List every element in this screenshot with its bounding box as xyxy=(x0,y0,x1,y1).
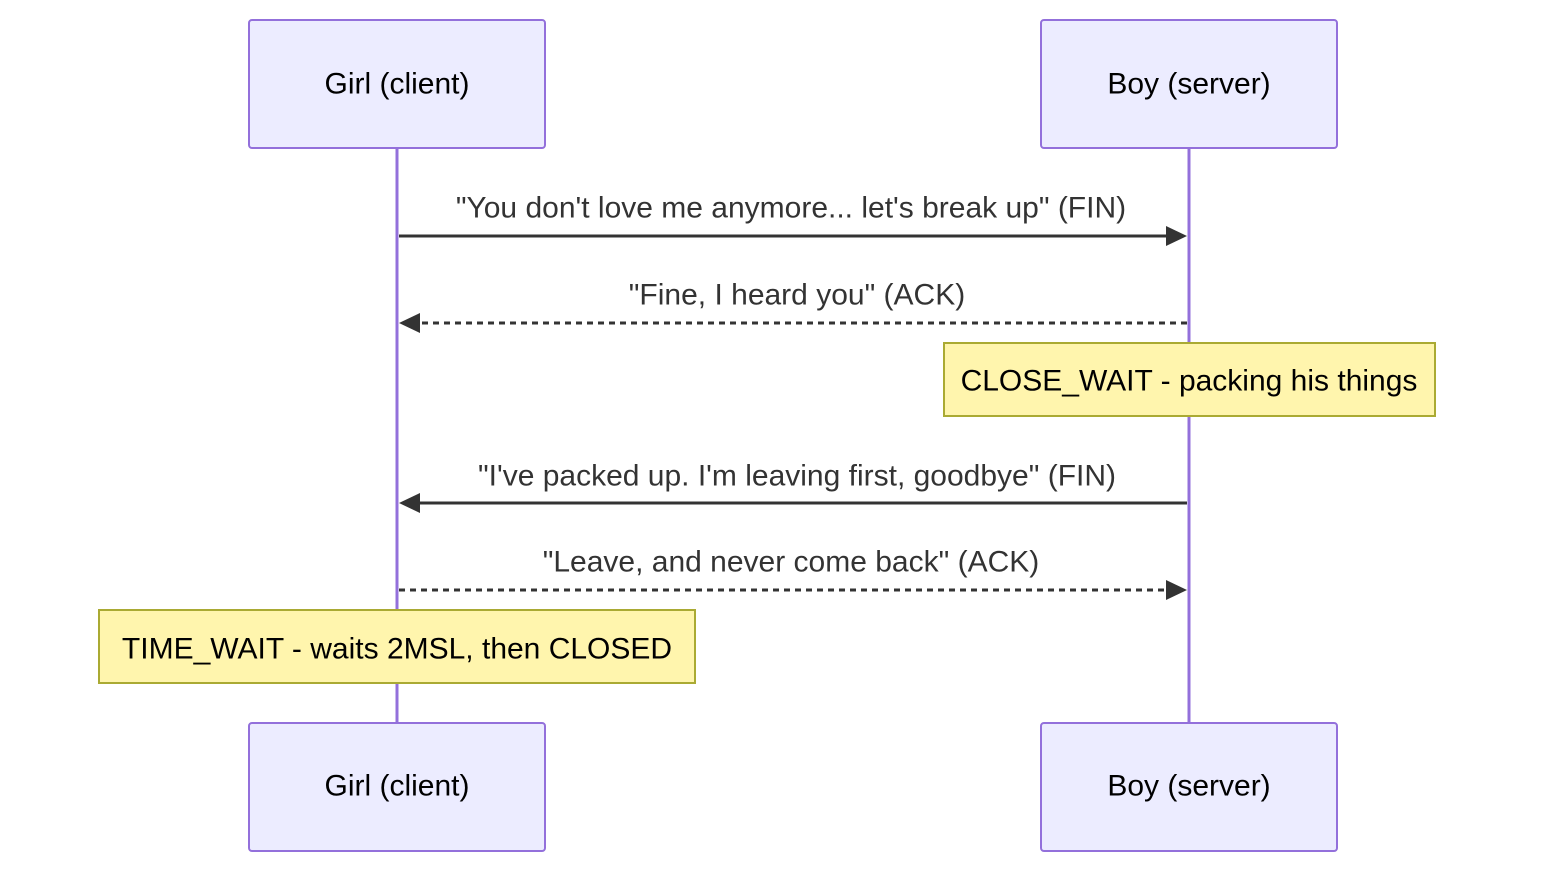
message-ack-server-arrowhead xyxy=(399,313,420,333)
actor-server-top: Boy (server) xyxy=(1040,19,1338,149)
message-ack-client-arrowhead xyxy=(1166,580,1187,600)
actor-client-top: Girl (client) xyxy=(248,19,546,149)
message-fin-client-label: "You don't love me anymore... let's brea… xyxy=(456,192,1126,225)
note-close-wait: CLOSE_WAIT - packing his things xyxy=(943,342,1436,417)
message-fin-server-arrowhead xyxy=(399,493,420,513)
actor-server-bottom-label: Boy (server) xyxy=(1107,770,1270,803)
actor-server-top-label: Boy (server) xyxy=(1107,68,1270,101)
message-fin-server-label: "I've packed up. I'm leaving first, good… xyxy=(478,460,1116,493)
actor-client-top-label: Girl (client) xyxy=(324,68,469,101)
note-close-wait-text: CLOSE_WAIT - packing his things xyxy=(961,365,1418,398)
note-time-wait: TIME_WAIT - waits 2MSL, then CLOSED xyxy=(98,609,696,684)
actor-client-bottom-label: Girl (client) xyxy=(324,770,469,803)
message-ack-server: "Fine, I heard you" (ACK) xyxy=(399,279,1187,333)
message-fin-client: "You don't love me anymore... let's brea… xyxy=(399,192,1187,246)
message-ack-client-label: "Leave, and never come back" (ACK) xyxy=(543,546,1040,579)
message-fin-server: "I've packed up. I'm leaving first, good… xyxy=(399,460,1187,513)
message-ack-client: "Leave, and never come back" (ACK) xyxy=(399,546,1187,600)
note-time-wait-text: TIME_WAIT - waits 2MSL, then CLOSED xyxy=(122,633,672,666)
actor-server-bottom: Boy (server) xyxy=(1040,722,1338,852)
actor-client-bottom: Girl (client) xyxy=(248,722,546,852)
message-fin-client-arrowhead xyxy=(1166,226,1187,246)
message-ack-server-label: "Fine, I heard you" (ACK) xyxy=(629,279,965,312)
